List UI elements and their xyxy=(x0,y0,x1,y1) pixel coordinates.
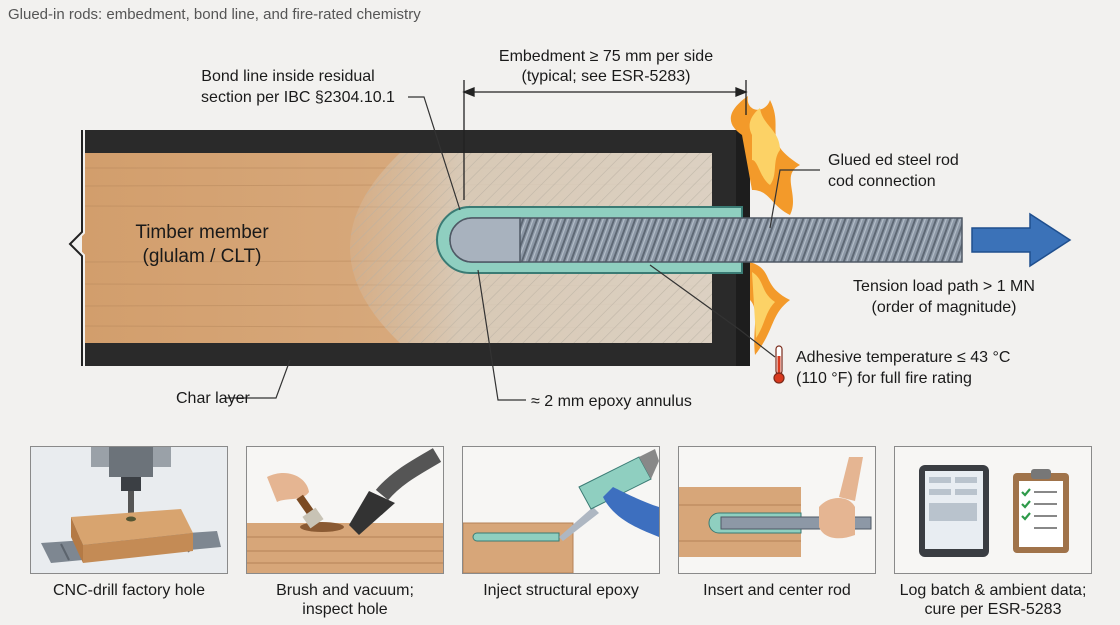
tension-arrow-icon xyxy=(971,212,1072,268)
figure-title: Glued-in rods: embedment, bond line, and… xyxy=(8,6,421,23)
adhesive-label-1: Adhesive temperature ≤ 43 °C xyxy=(796,349,1010,366)
step-inject-epoxy: Inject structural epoxy xyxy=(462,446,660,600)
step-caption: Inject structural epoxy xyxy=(483,582,639,599)
adhesive-leader xyxy=(649,264,776,358)
epoxy-leader xyxy=(477,269,526,401)
timber-label-2: (glulam / CLT) xyxy=(143,246,262,267)
glued-rod-diagram: Bond line inside residual section per IB… xyxy=(68,48,1072,410)
rod-label-1: Glued ed steel rod xyxy=(828,152,959,169)
adhesive-label-2: (110 °F) for full fire rating xyxy=(796,370,972,387)
steel-rod-shape xyxy=(449,217,963,263)
insert-rod-icon xyxy=(678,446,876,574)
epoxy-gun-icon xyxy=(462,446,660,574)
cnc-drill-icon xyxy=(30,446,228,574)
rod-assembly xyxy=(436,206,963,274)
step-log-cure: Log batch & ambient data;cure per ESR-52… xyxy=(894,446,1092,619)
thermometer-icon xyxy=(773,345,785,384)
process-steps: CNC-drill factory hole Brush and vacuum;… xyxy=(0,440,1120,625)
timber-label-1: Timber member xyxy=(135,222,269,243)
char-label: Char layer xyxy=(176,390,250,407)
char-leader xyxy=(226,359,291,399)
embedment-label-1: Embedment ≥ 75 mm per side xyxy=(499,48,713,65)
fire-flames-icon xyxy=(730,96,800,355)
step-caption: Insert and center rod xyxy=(703,582,851,599)
embedment-label-2: (typical; see ESR-5283) xyxy=(522,68,691,85)
bond-line-label-2: section per IBC §2304.10.1 xyxy=(201,89,395,106)
tension-label-2: (order of magnitude) xyxy=(872,299,1017,316)
step-caption: CNC-drill factory hole xyxy=(52,582,206,599)
tension-label-1: Tension load path > 1 MN xyxy=(853,278,1035,295)
step-brush-vacuum: Brush and vacuum;inspect hole xyxy=(246,446,444,619)
rod-label-2: cod connection xyxy=(828,173,936,190)
bond-line-leader xyxy=(408,96,461,211)
epoxy-label: ≈ 2 mm epoxy annulus xyxy=(531,393,692,410)
tablet-clipboard-icon xyxy=(894,446,1092,574)
brush-vacuum-icon xyxy=(246,446,444,574)
step-cnc-drill: CNC-drill factory hole xyxy=(30,446,228,600)
step-insert-rod: Insert and center rod xyxy=(678,446,876,600)
embedment-dimension xyxy=(462,80,748,200)
rod-leader xyxy=(769,169,820,229)
step-caption: Brush and vacuum;inspect hole xyxy=(276,582,414,618)
bond-line-label-1: Bond line inside residual xyxy=(201,68,374,85)
step-caption: Log batch & ambient data;cure per ESR-52… xyxy=(899,582,1087,618)
